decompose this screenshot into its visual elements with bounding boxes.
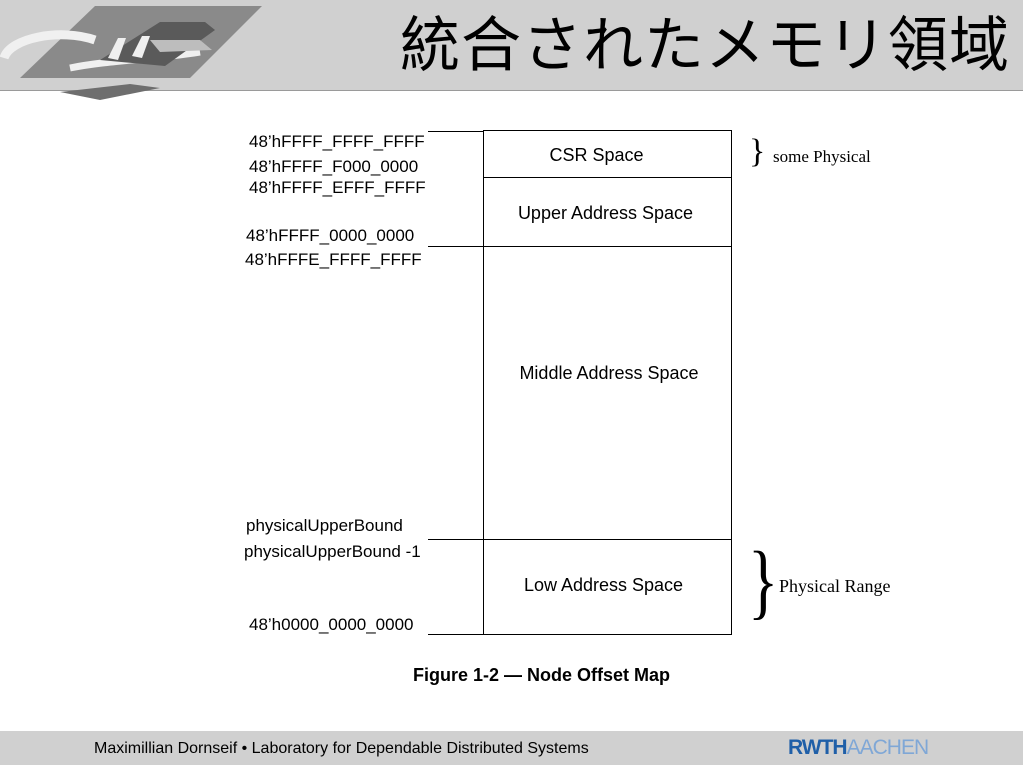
address-label-low-bottom: 48’h0000_0000_0000	[249, 615, 414, 634]
leader-line	[428, 539, 484, 540]
address-label-csr-top: 48’hFFFF_FFFF_FFFF	[249, 132, 425, 151]
header-divider	[0, 90, 1023, 91]
low-address-space-label: Low Address Space	[523, 575, 684, 595]
address-label-upper-top: 48’hFFFF_EFFF_FFFF	[249, 178, 426, 197]
address-label-middle-top: 48’hFFFE_FFFF_FFFF	[245, 250, 422, 269]
address-label-low-top: physicalUpperBound -1	[244, 542, 421, 561]
address-label-middle-bottom: physicalUpperBound	[246, 516, 403, 535]
address-label-csr-bottom: 48’hFFFF_F000_0000	[249, 157, 419, 176]
middle-address-space-label: Middle Address Space	[519, 363, 699, 383]
low-address-space-region	[483, 539, 732, 635]
figure-caption: Figure 1-2 — Node Offset Map	[412, 665, 671, 685]
middle-address-space-region	[483, 246, 732, 540]
csr-space-label: CSR Space	[549, 145, 644, 165]
address-label-upper-bottom: 48’hFFFF_0000_0000	[246, 226, 415, 245]
space-shuttle-logo-icon	[0, 6, 262, 100]
page-title: 統合されたメモリ領域	[400, 11, 1010, 81]
leader-line	[428, 634, 484, 635]
physical-range-note: Physical Range	[779, 576, 891, 596]
leader-line	[428, 131, 484, 132]
upper-address-space-label: Upper Address Space	[517, 203, 694, 223]
right-brace-icon: }	[749, 133, 766, 170]
right-brace-icon: }	[748, 535, 779, 628]
rwth-aachen-logo: RWTHAACHEN	[788, 736, 930, 760]
leader-line	[428, 246, 484, 247]
rwth-logo-part1: RWTH	[788, 736, 848, 759]
footer-bar	[0, 731, 1023, 765]
footer-credit: Maximillian Dornseif • Laboratory for De…	[94, 740, 589, 757]
some-physical-note: some Physical	[773, 147, 871, 166]
rwth-logo-part2: AACHEN	[846, 736, 930, 759]
